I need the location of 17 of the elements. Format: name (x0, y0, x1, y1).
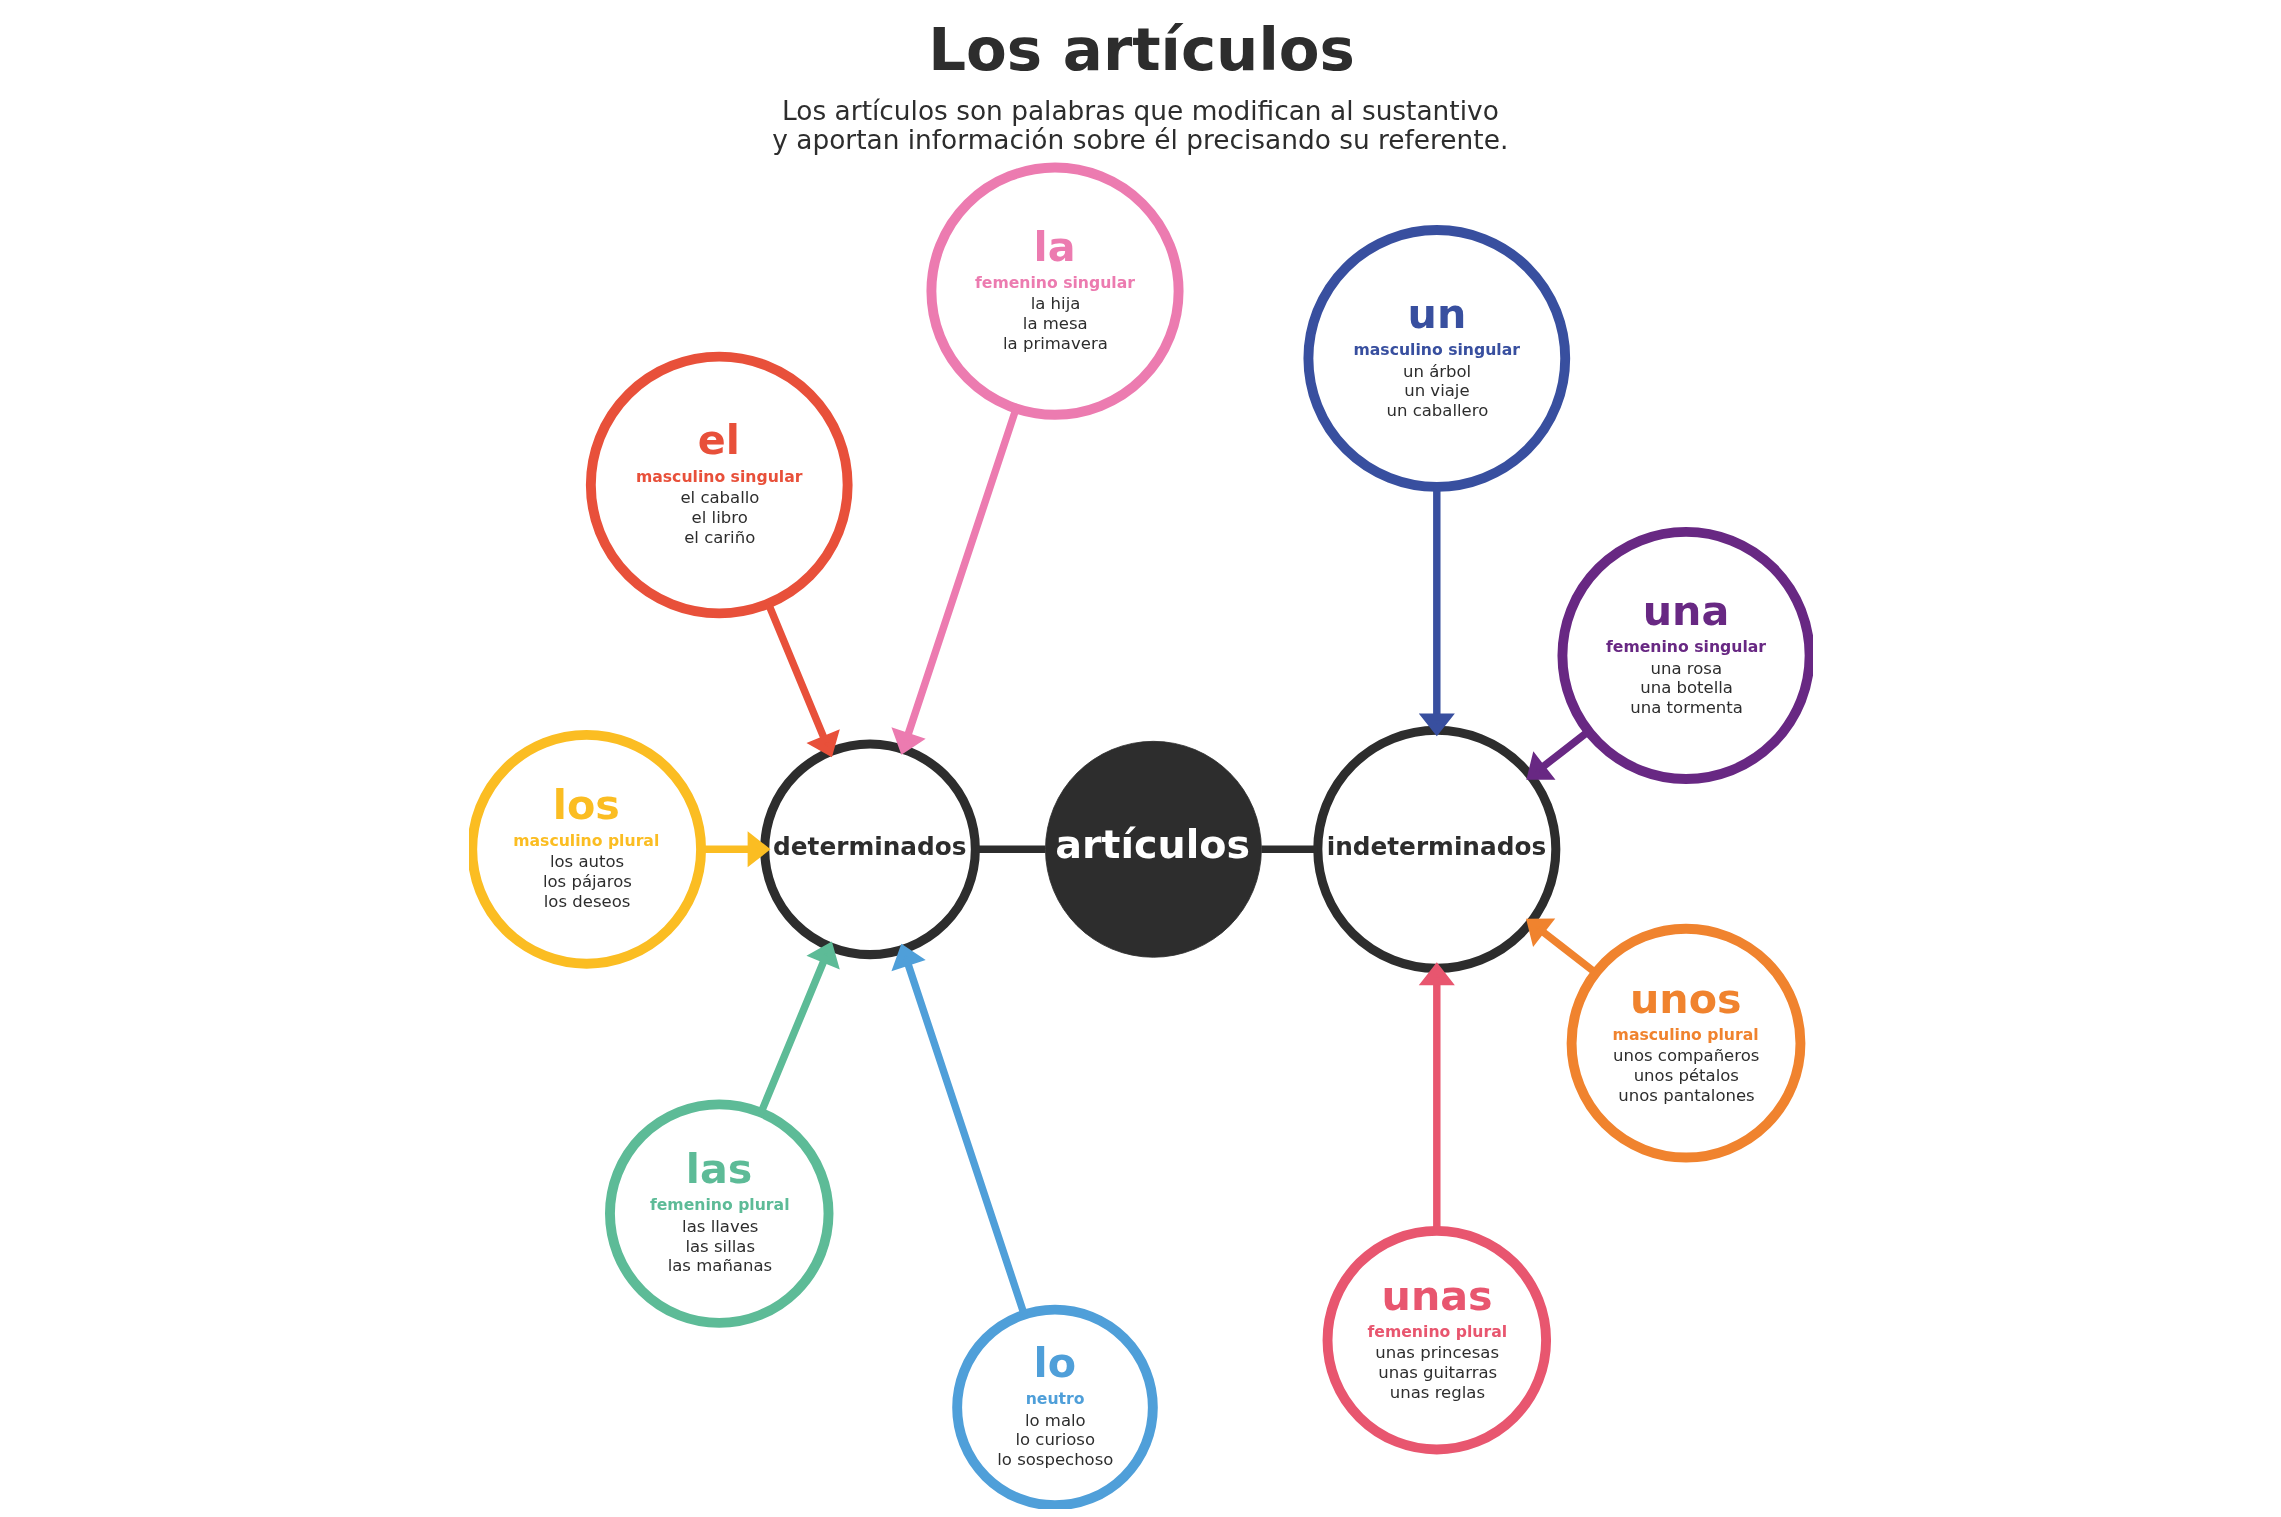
arrow (1525, 728, 1590, 780)
node-circle: un masculino singular un árbol un viaje un caballero (1302, 225, 1570, 492)
node-circle: las femenino plural las llaves las sillas las mañanas (604, 1099, 833, 1328)
node-circle: indeterminados (1312, 725, 1560, 973)
node-circle: determinados (759, 739, 980, 960)
node-circle: artículos (1044, 740, 1262, 958)
arrow (700, 831, 771, 868)
node-circle: el masculino singular el caballo el libro el cariño (585, 351, 853, 619)
arrow (1418, 487, 1455, 737)
node-circle: unos masculino plural unos compañeros unos pétalos unos pantalones (1566, 923, 1805, 1163)
node-circle: lo neutro lo malo lo curioso lo sospechoso (951, 1304, 1158, 1509)
diagram-title: Los artículos (927, 15, 1355, 85)
caption: Los artículos son palabras que modifican al sustantivo y aportan información sobre él precisando su referente. (771, 94, 1508, 155)
node-circle: los masculino plural los autos los pájaros los deseos (468, 729, 706, 969)
node-circle: unas femenino plural unas princesas unas guitarras unas reglas (1322, 1225, 1551, 1455)
node-circle: la femenino singular la hija la mesa la primavera (925, 162, 1184, 420)
node-circle: una femenino singular una rosa una botella una tormenta (1556, 526, 1813, 784)
